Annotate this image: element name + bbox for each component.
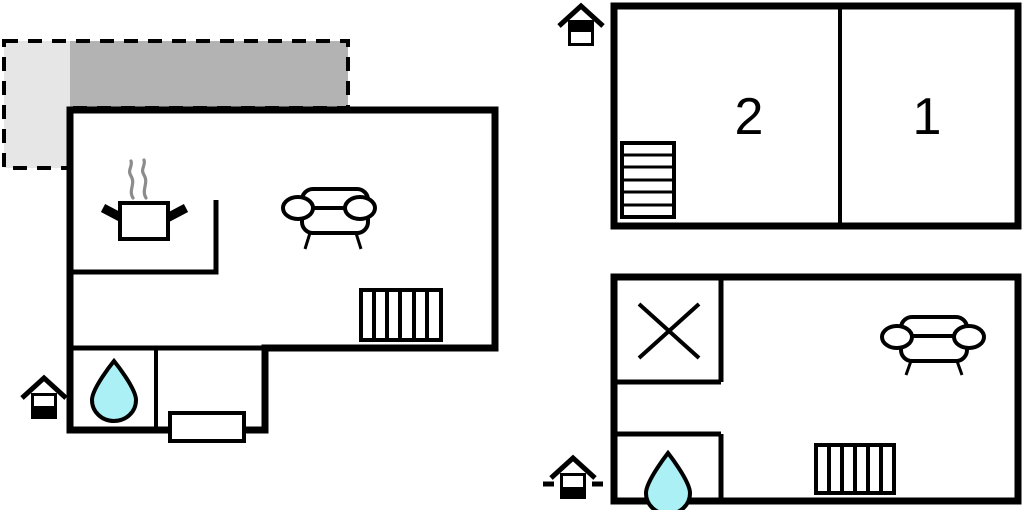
water-drop-icon [89, 357, 139, 424]
entrance-porch [168, 411, 246, 443]
cross-icon [637, 302, 701, 360]
basement-level-house-icon [543, 454, 603, 499]
upper-floor-outer-wall [610, 2, 1022, 230]
basement-floor-panel [543, 273, 1022, 510]
terrace-light-area [4, 41, 70, 168]
terrace-dark-area [70, 41, 348, 108]
water-drop-icon [643, 449, 693, 510]
stove-icon [100, 158, 189, 241]
upper-level-house-icon [557, 2, 605, 46]
basement-outer-wall [610, 273, 1022, 505]
stairs-icon [620, 141, 676, 219]
bedroom-2-label: 2 [735, 88, 764, 146]
sofa-icon [880, 315, 986, 376]
terrace-dashed-outline [2, 39, 350, 170]
lower-level-house-icon [20, 374, 68, 419]
upper-floor-panel: 2 1 [557, 2, 1022, 230]
bedroom-1-label: 1 [913, 88, 942, 146]
sofa-icon [281, 187, 377, 250]
radiator-icon [359, 288, 443, 342]
kitchen-partition-wall [70, 200, 219, 275]
radiator-icon [814, 443, 896, 495]
ground-floor-panel [2, 39, 499, 443]
